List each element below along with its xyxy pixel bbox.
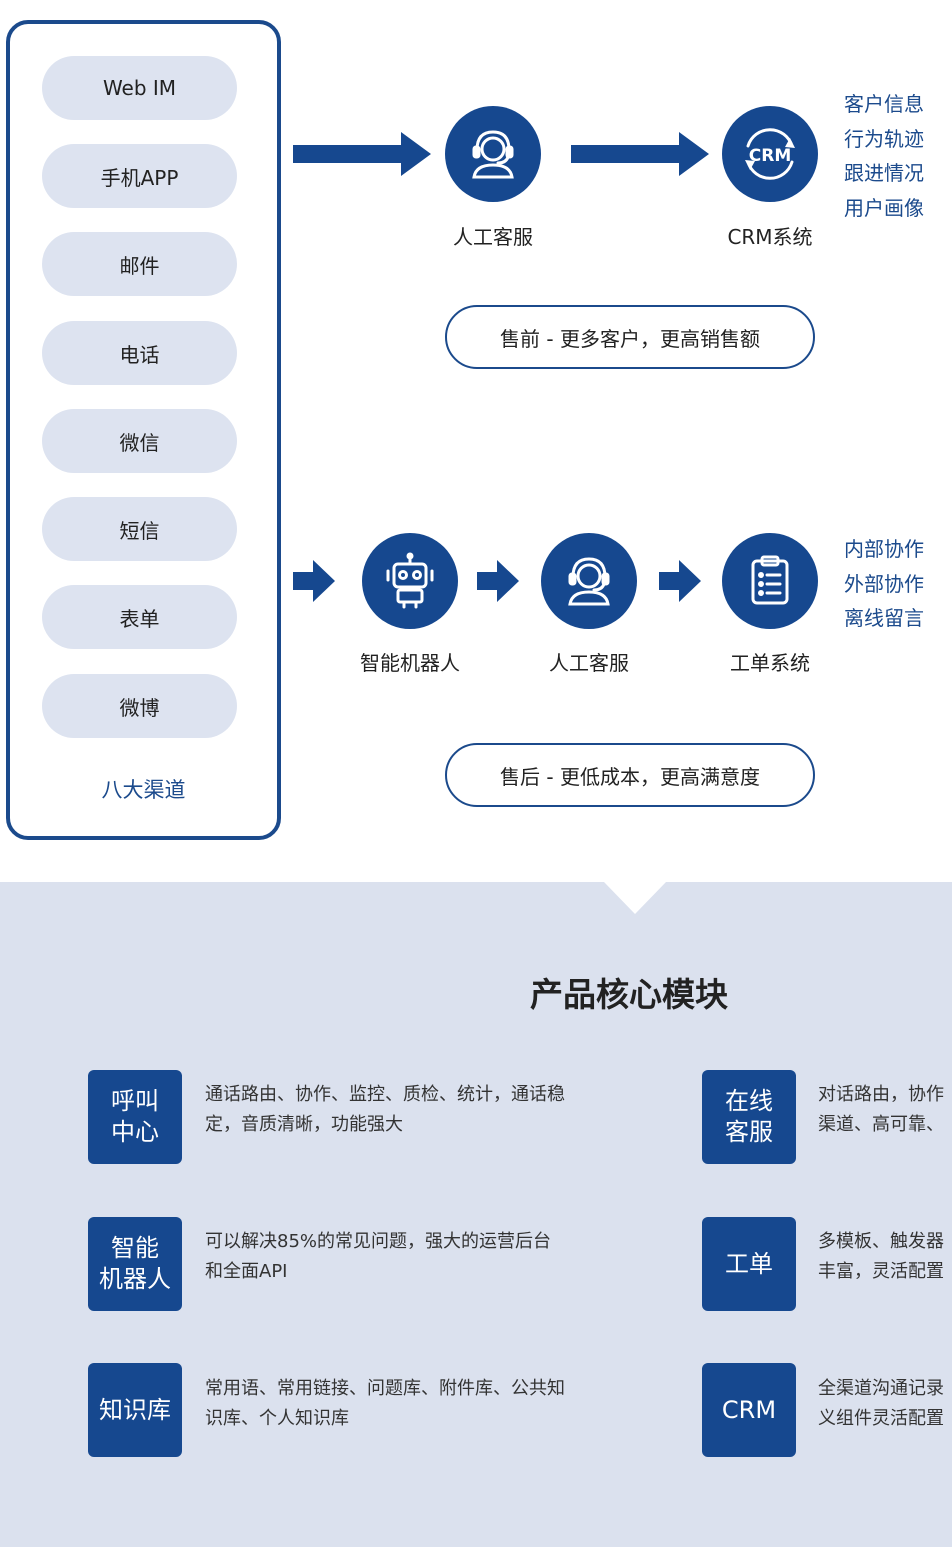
channels-panel: Web IM 手机APP 邮件 电话 微信 短信 表单 微博 八大渠道 xyxy=(6,20,281,840)
module-desc-line: 渠道、高可靠、 xyxy=(818,1114,944,1135)
module-desc: 多模板、触发器 丰富，灵活配置 xyxy=(818,1227,952,1287)
channels-caption: 八大渠道 xyxy=(101,778,186,802)
robot-icon xyxy=(362,533,458,629)
node-label-crm: CRM系统 xyxy=(727,225,813,249)
module-crm[interactable]: CRM xyxy=(702,1363,796,1457)
headset-agent-icon xyxy=(445,106,541,202)
module-online-service[interactable]: 在线 客服 xyxy=(702,1070,796,1164)
module-name-line: CRM xyxy=(721,1395,777,1424)
module-name-line: 工单 xyxy=(725,1249,773,1278)
flow-arrow-icon xyxy=(571,132,709,176)
module-desc-line: 对话路由，协作 xyxy=(818,1084,944,1105)
ticket-feature-list: 内部协作 外部协作 离线留言 xyxy=(844,532,924,636)
ticket-feature-item: 内部协作 xyxy=(844,537,924,561)
module-desc: 通话路由、协作、监控、质检、统计，通话稳定，音质清晰，功能强大 xyxy=(205,1084,565,1135)
module-name-line: 机器人 xyxy=(99,1265,171,1293)
node-label-robot: 智能机器人 xyxy=(360,651,460,675)
crm-feature-item: 客户信息 xyxy=(844,92,924,116)
module-desc-line: 全渠道沟通记录 xyxy=(818,1378,944,1399)
channel-phone[interactable]: 电话 xyxy=(42,321,237,385)
section-notch xyxy=(604,882,666,914)
module-desc: 对话路由，协作 渠道、高可靠、 xyxy=(818,1080,952,1140)
flow-arrow-icon xyxy=(293,132,431,176)
clipboard-list-icon xyxy=(722,533,818,629)
crm-feature-item: 用户画像 xyxy=(844,195,924,220)
node-label-ticket: 工单系统 xyxy=(730,651,810,675)
aftersales-tag: 售后 - 更低成本，更高满意度 xyxy=(445,743,815,807)
section-title: 产品核心模块 xyxy=(530,975,728,1014)
module-name-line: 在线 xyxy=(725,1087,773,1115)
channel-form[interactable]: 表单 xyxy=(42,585,237,649)
module-desc: 可以解决85%的常见问题，强大的运营后台和全面API xyxy=(205,1231,552,1282)
crm-icon: CRM xyxy=(722,106,818,202)
module-name-line: 知识库 xyxy=(99,1395,171,1424)
module-name-line: 中心 xyxy=(111,1118,159,1146)
module-ticket[interactable]: 工单 xyxy=(702,1217,796,1311)
node-label-agent: 人工客服 xyxy=(549,651,629,675)
module-desc-line: 义组件灵活配置 xyxy=(818,1408,944,1429)
crm-feature-item: 跟进情况 xyxy=(844,161,924,185)
ticket-feature-item: 离线留言 xyxy=(844,606,924,630)
module-desc-line: 多模板、触发器 xyxy=(818,1231,944,1252)
module-desc-line: 丰富，灵活配置 xyxy=(818,1261,944,1282)
crm-feature-list: 客户信息 行为轨迹 跟进情况 用户画像 xyxy=(844,87,924,225)
flow-arrow-icon xyxy=(477,560,519,602)
channel-sms[interactable]: 短信 xyxy=(42,497,237,561)
module-chatbot[interactable]: 智能 机器人 xyxy=(88,1217,182,1311)
presales-tag: 售前 - 更多客户，更高销售额 xyxy=(445,305,815,369)
channel-weibo[interactable]: 微博 xyxy=(42,674,237,738)
module-call-center[interactable]: 呼叫 中心 xyxy=(88,1070,182,1164)
node-label-agent: 人工客服 xyxy=(453,225,533,249)
crm-feature-item: 行为轨迹 xyxy=(844,126,924,151)
module-name-line: 客服 xyxy=(725,1118,773,1146)
ticket-feature-item: 外部协作 xyxy=(844,571,924,596)
module-desc: 常用语、常用链接、问题库、附件库、公共知识库、个人知识库 xyxy=(205,1378,565,1429)
svg-text:CRM: CRM xyxy=(749,146,791,166)
channel-web-im[interactable]: Web IM xyxy=(42,56,237,120)
channel-email[interactable]: 邮件 xyxy=(42,232,237,296)
channel-wechat[interactable]: 微信 xyxy=(42,409,237,473)
channel-mobile-app[interactable]: 手机APP xyxy=(42,144,237,208)
module-name-line: 呼叫 xyxy=(111,1087,159,1115)
headset-agent-icon xyxy=(541,533,637,629)
module-knowledge-base[interactable]: 知识库 xyxy=(88,1363,182,1457)
flow-arrow-icon xyxy=(293,560,335,602)
module-desc: 全渠道沟通记录 义组件灵活配置 xyxy=(818,1374,952,1434)
module-name-line: 智能 xyxy=(111,1234,159,1262)
flow-arrow-icon xyxy=(659,560,701,602)
